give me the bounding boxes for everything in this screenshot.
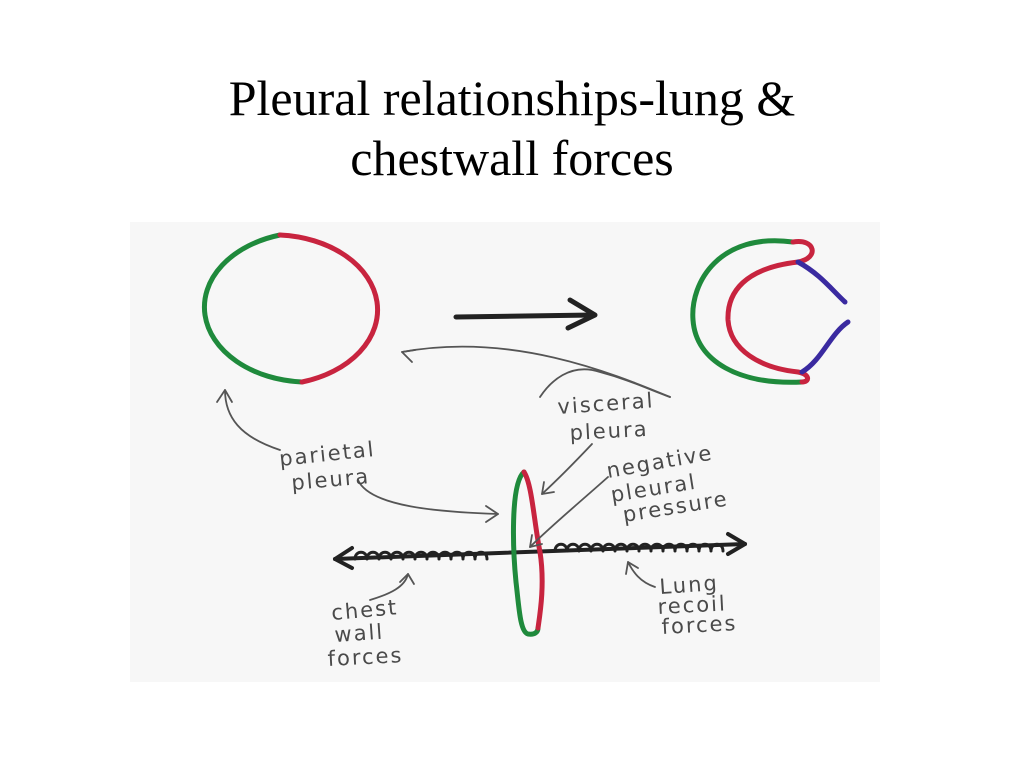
chest-wall-pointer xyxy=(369,573,409,601)
collapse-lower xyxy=(799,319,851,375)
lung-recoil-coil xyxy=(553,542,725,553)
vertical-parietal xyxy=(511,469,541,637)
parietal-pointer-top-head xyxy=(216,389,233,403)
lung-recoil-pointer-head xyxy=(625,561,639,575)
visceral-pointer-mid-head xyxy=(541,481,555,495)
label-chest-1: chest xyxy=(330,595,399,625)
right-arrowhead xyxy=(726,532,747,556)
title-line-2: chestwall forces xyxy=(350,130,674,186)
visceral-pointer-mid xyxy=(541,443,593,495)
title-line-1: Pleural relationships-lung & xyxy=(228,70,796,126)
label-chest-2: wall xyxy=(334,620,385,647)
separated-pleura xyxy=(690,238,851,385)
parietal-pointer-mid-head xyxy=(485,505,499,523)
label-visceral-1: visceral xyxy=(557,388,655,419)
parietal-arc xyxy=(201,232,305,385)
vertical-visceral xyxy=(521,469,545,631)
label-chest-3: forces xyxy=(327,643,404,671)
label-parietal-2: pleura xyxy=(290,464,371,495)
vertical-pleura xyxy=(511,469,545,637)
parietal-pointer-mid xyxy=(357,479,499,515)
slide-title: Pleural relationships-lung & chestwall f… xyxy=(0,68,1024,188)
negative-pressure-pointer-head xyxy=(529,534,543,548)
intact-pleura-circle xyxy=(201,232,381,385)
lung-recoil-pointer xyxy=(627,561,656,588)
transition-arrow xyxy=(453,297,598,331)
separated-parietal-arc xyxy=(690,238,805,385)
label-lung-1: Lung xyxy=(659,571,720,599)
pleura-diagram: visceral pleura parietal pleura negative… xyxy=(130,222,880,682)
label-lung-3: forces xyxy=(661,611,738,639)
chest-wall-coil xyxy=(353,550,489,561)
chest-wall-pointer-head xyxy=(399,573,415,585)
diagram-svg: visceral pleura parietal pleura negative… xyxy=(201,232,851,671)
label-visceral-2: pleura xyxy=(569,417,649,445)
negative-pressure-pointer xyxy=(529,476,609,548)
pointer-arrows xyxy=(216,345,671,601)
visceral-arc xyxy=(277,232,381,385)
parietal-pointer-top xyxy=(224,389,281,451)
label-lung-2: recoil xyxy=(657,591,727,619)
left-arrowhead xyxy=(333,546,354,570)
collapse-upper xyxy=(795,259,848,305)
